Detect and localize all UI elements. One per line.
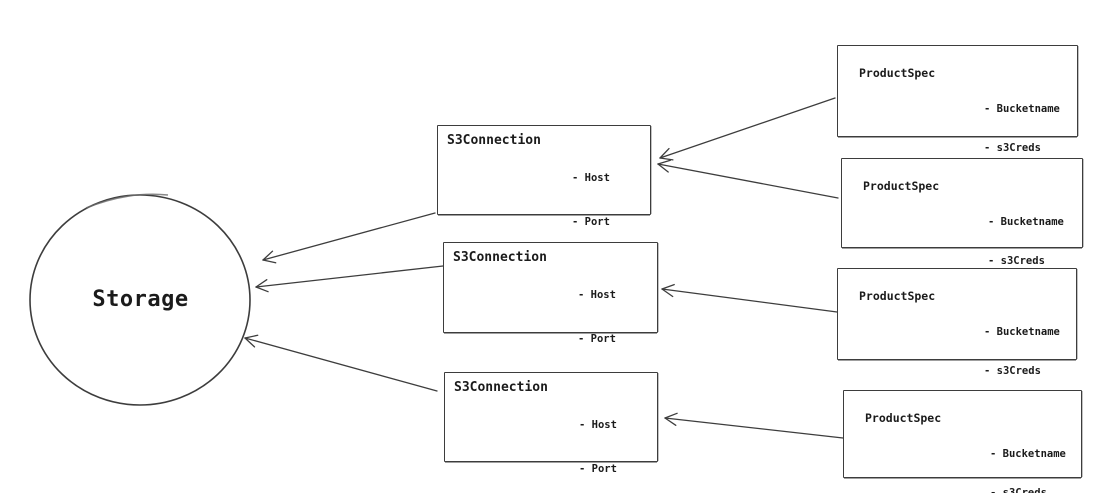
node-productspec-4[interactable]: ProductSpec - Bucketname - s3Creds xyxy=(843,390,1082,493)
node-title: ProductSpec xyxy=(859,289,936,303)
attribute-list: - Bucketname - s3Creds xyxy=(984,77,1060,181)
attribute: - Port xyxy=(572,215,610,228)
attribute: - Port xyxy=(578,332,616,345)
attribute: - Port xyxy=(579,462,617,475)
attribute: - s3Creds xyxy=(988,255,1045,267)
attribute-list: - Bucketname - s3Creds xyxy=(988,190,1064,294)
attribute-list: - Host - Port - TLS xyxy=(579,389,617,493)
arrowhead-barb xyxy=(664,417,677,426)
arrowhead-barb xyxy=(657,159,672,165)
arrowhead-barb xyxy=(657,163,669,173)
attribute: - s3Creds xyxy=(990,487,1047,493)
node-storage-label: Storage xyxy=(92,287,189,312)
arrow-s3connection1-to-storage[interactable] xyxy=(262,212,436,264)
storage-circle[interactable] xyxy=(29,193,251,406)
node-title: ProductSpec xyxy=(865,411,942,425)
node-productspec-3[interactable]: ProductSpec - Bucketname - s3Creds xyxy=(837,268,1077,377)
arrow-productspec1-to-s3connection1[interactable] xyxy=(659,97,836,161)
node-title: ProductSpec xyxy=(863,179,940,193)
attribute: - s3Creds xyxy=(984,365,1041,377)
arrowhead-barb xyxy=(262,250,274,261)
attribute: - Host xyxy=(578,289,616,301)
arrow-productspec2-to-s3connection1[interactable] xyxy=(657,159,839,199)
arrow-productspec4-to-s3connection3[interactable] xyxy=(664,412,844,439)
attribute: - Bucketname xyxy=(984,103,1060,115)
circle-sketch-overlap xyxy=(85,193,169,209)
node-productspec-1[interactable]: ProductSpec - Bucketname - s3Creds xyxy=(837,45,1078,154)
node-title: S3Connection xyxy=(447,133,541,148)
arrowhead-barb xyxy=(664,412,678,419)
node-productspec-2[interactable]: ProductSpec - Bucketname - s3Creds xyxy=(841,158,1083,267)
attribute-list: - Bucketname - s3Creds xyxy=(984,300,1060,404)
arrow-s3connection3-to-storage[interactable] xyxy=(244,334,438,392)
attribute: - Bucketname xyxy=(984,326,1060,338)
arrowhead-barb xyxy=(659,147,670,159)
attribute: - Host xyxy=(572,172,610,184)
attribute: - Host xyxy=(579,419,617,431)
arrowhead-barb xyxy=(244,337,256,348)
node-s3connection-2[interactable]: S3Connection - Host - Port - TLS xyxy=(443,242,658,388)
attribute-list: - Bucketname - s3Creds xyxy=(990,422,1066,493)
arrowhead-barb xyxy=(255,286,269,293)
attribute: - s3Creds xyxy=(984,142,1041,154)
arrow-productspec3-to-s3connection2[interactable] xyxy=(661,283,838,313)
node-s3connection-3[interactable]: S3Connection - Host - Port - TLS xyxy=(444,372,658,475)
node-title: S3Connection xyxy=(453,250,547,265)
arrow-s3connection2-to-storage[interactable] xyxy=(255,265,444,293)
arrowhead-barb xyxy=(255,279,268,288)
arrowhead-barb xyxy=(661,283,675,290)
arrowhead-barb xyxy=(262,259,277,264)
arrowhead-barb xyxy=(661,288,674,298)
arrowhead-barb xyxy=(659,157,674,161)
node-title: S3Connection xyxy=(454,380,548,395)
node-title: ProductSpec xyxy=(859,66,936,80)
arrowhead-barb xyxy=(244,334,259,339)
attribute: - Bucketname xyxy=(990,448,1066,460)
node-s3connection-1[interactable]: S3Connection - Host - Port - TLS xyxy=(437,125,651,271)
attribute: - Bucketname xyxy=(988,216,1064,228)
